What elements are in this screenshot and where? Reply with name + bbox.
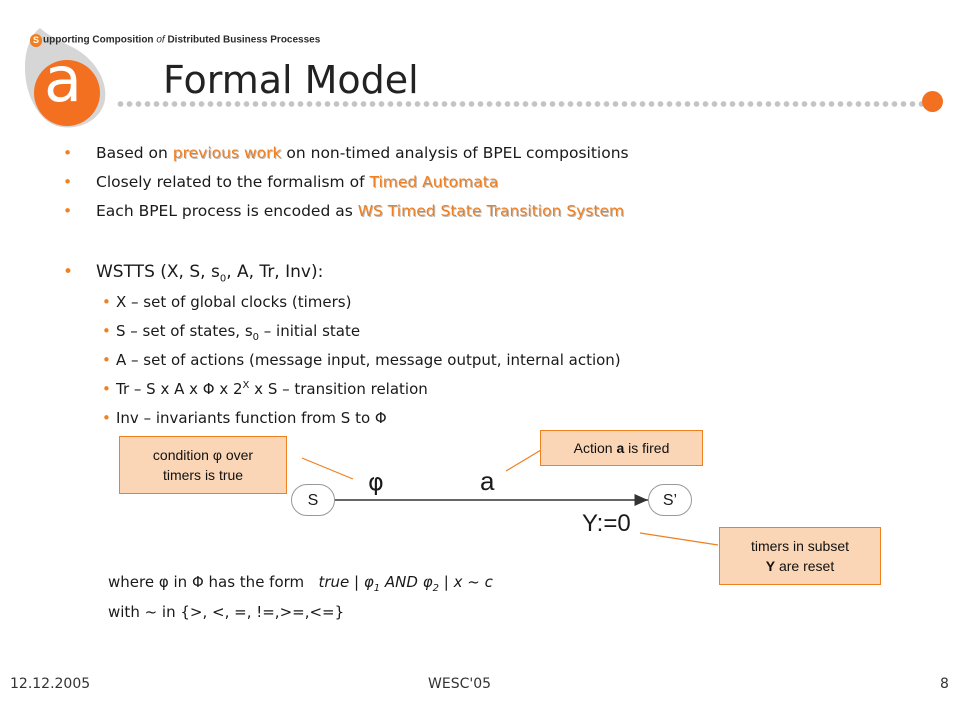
formula-bar: | — [349, 573, 364, 591]
sub-bullet-text: A – set of actions (message input, messa… — [116, 351, 621, 369]
sub-bullet-text: X – set of global clocks (timers) — [116, 293, 352, 311]
state-to: S’ — [648, 484, 692, 516]
tagline-part2: Distributed Business Processes — [167, 34, 321, 46]
formula-and: AND — [380, 573, 423, 591]
bullet-wstts-encoding: • Each BPEL process is encoded as WS Time… — [63, 202, 625, 220]
callout-condition-line1: condition φ over — [152, 447, 254, 463]
divider-end-dot — [922, 91, 943, 112]
sub-bullet-text: – initial state — [259, 322, 361, 340]
dotted-divider — [116, 100, 924, 108]
formula-phi2: φ — [422, 573, 433, 591]
bullet-dot-icon: • — [102, 322, 111, 340]
sub-bullet-text: x S – transition relation — [249, 380, 428, 398]
bullet-dot-icon: • — [102, 409, 111, 427]
wstts-head-text: WSTTS (X, S, s — [96, 262, 220, 282]
sub-bullet-sub: 0 — [252, 332, 260, 343]
bullet-text: on non-timed analysis of BPEL compositio… — [281, 144, 629, 162]
bullet-dot-icon: • — [102, 351, 111, 369]
callout-line-condition — [301, 457, 354, 480]
sub-bullet-text: Inv – invariants function from S to Φ — [116, 409, 387, 427]
callout-reset-line2: are reset — [775, 558, 835, 574]
sub-bullet-sup: X — [242, 380, 250, 391]
sub-bullet-actions: • A – set of actions (message input, mess… — [102, 351, 621, 369]
formula-sub2: 2 — [432, 583, 439, 594]
footer-date: 12.12.2005 — [10, 676, 91, 692]
bullet-dot-icon: • — [63, 144, 73, 162]
bullet-previous-work: • Based on previous work on non-timed ana… — [63, 144, 629, 162]
sub-bullet-text: Tr – S x A x Φ x 2 — [116, 380, 243, 398]
formula-sub1: 1 — [373, 583, 381, 594]
callout-reset: timers in subset Y are reset — [719, 527, 881, 585]
callout-action-text: Action — [573, 440, 617, 456]
bullet-timed-automata: • Closely related to the formalism of Tim… — [63, 173, 499, 191]
bullet-dot-icon: • — [63, 173, 73, 191]
state-from: S — [291, 484, 335, 516]
tagline-part1: upporting Composition — [43, 34, 154, 46]
callout-reset-bold: Y — [765, 558, 776, 574]
footer-event: WESC'05 — [428, 676, 492, 692]
logo-graphic — [24, 28, 106, 128]
formula-line-1: where φ in Φ has the form true | φ1 AND … — [108, 573, 493, 594]
formula-text: where φ in Φ has the form — [108, 573, 319, 591]
bullet-dot-icon: • — [63, 262, 74, 282]
callout-action-text: is fired — [624, 440, 670, 456]
sub-bullet-transition: • Tr – S x A x Φ x 2X x S – transition re… — [102, 380, 428, 398]
sub-bullet-text: S – set of states, s — [116, 322, 253, 340]
callout-action: Action a is fired — [540, 430, 703, 466]
callout-reset-line1: timers in subset — [750, 538, 850, 554]
formula-bar: | — [439, 573, 454, 591]
formula-tail: x ~ c — [453, 573, 493, 591]
formula-phi1: φ — [363, 573, 374, 591]
label-reset: Y:=0 — [582, 510, 631, 537]
highlight-wstts: WS Timed State Transition System — [357, 202, 625, 220]
callout-line-action — [505, 449, 542, 472]
tagline-of: of — [153, 34, 168, 46]
formula-true: true — [318, 573, 350, 591]
highlight-previous-work: previous work — [172, 144, 282, 162]
sub-bullet-invariants: • Inv – invariants function from S to Φ — [102, 409, 387, 427]
callout-condition: condition φ over timers is true — [119, 436, 287, 494]
tagline-s-badge: S — [30, 34, 42, 46]
highlight-timed-automata: Timed Automata — [369, 173, 499, 191]
wstts-head-sub: 0 — [219, 273, 227, 285]
bullet-text: Based on — [96, 144, 173, 162]
sub-bullet-clocks: • X – set of global clocks (timers) — [102, 293, 352, 311]
logo-letter: a — [44, 43, 82, 116]
bullet-dot-icon: • — [102, 380, 111, 398]
callout-line-reset — [639, 532, 719, 546]
formula-line-2: with ~ in {>, <, =, !=,>=,<=} — [108, 603, 344, 621]
sub-bullet-states: • S – set of states, s0 – initial state — [102, 322, 361, 343]
wstts-heading: • WSTTS (X, S, s0, A, Tr, Inv): — [63, 262, 324, 285]
bullet-dot-icon: • — [102, 293, 111, 311]
footer-page-number: 8 — [940, 676, 949, 692]
page-title: Formal Model — [163, 58, 419, 102]
bullet-text: Each BPEL process is encoded as — [96, 202, 358, 220]
formula-operators: with ~ in {>, <, =, !=,>=,<=} — [108, 603, 345, 621]
wstts-head-tail: , A, Tr, Inv): — [226, 262, 324, 282]
bullet-text: Closely related to the formalism of — [96, 173, 370, 191]
label-condition-phi: φ — [368, 468, 384, 496]
label-action-a: a — [480, 466, 495, 496]
callout-condition-line2: timers is true — [162, 467, 244, 483]
bullet-dot-icon: • — [63, 202, 73, 220]
callout-action-bold: a — [616, 440, 625, 456]
